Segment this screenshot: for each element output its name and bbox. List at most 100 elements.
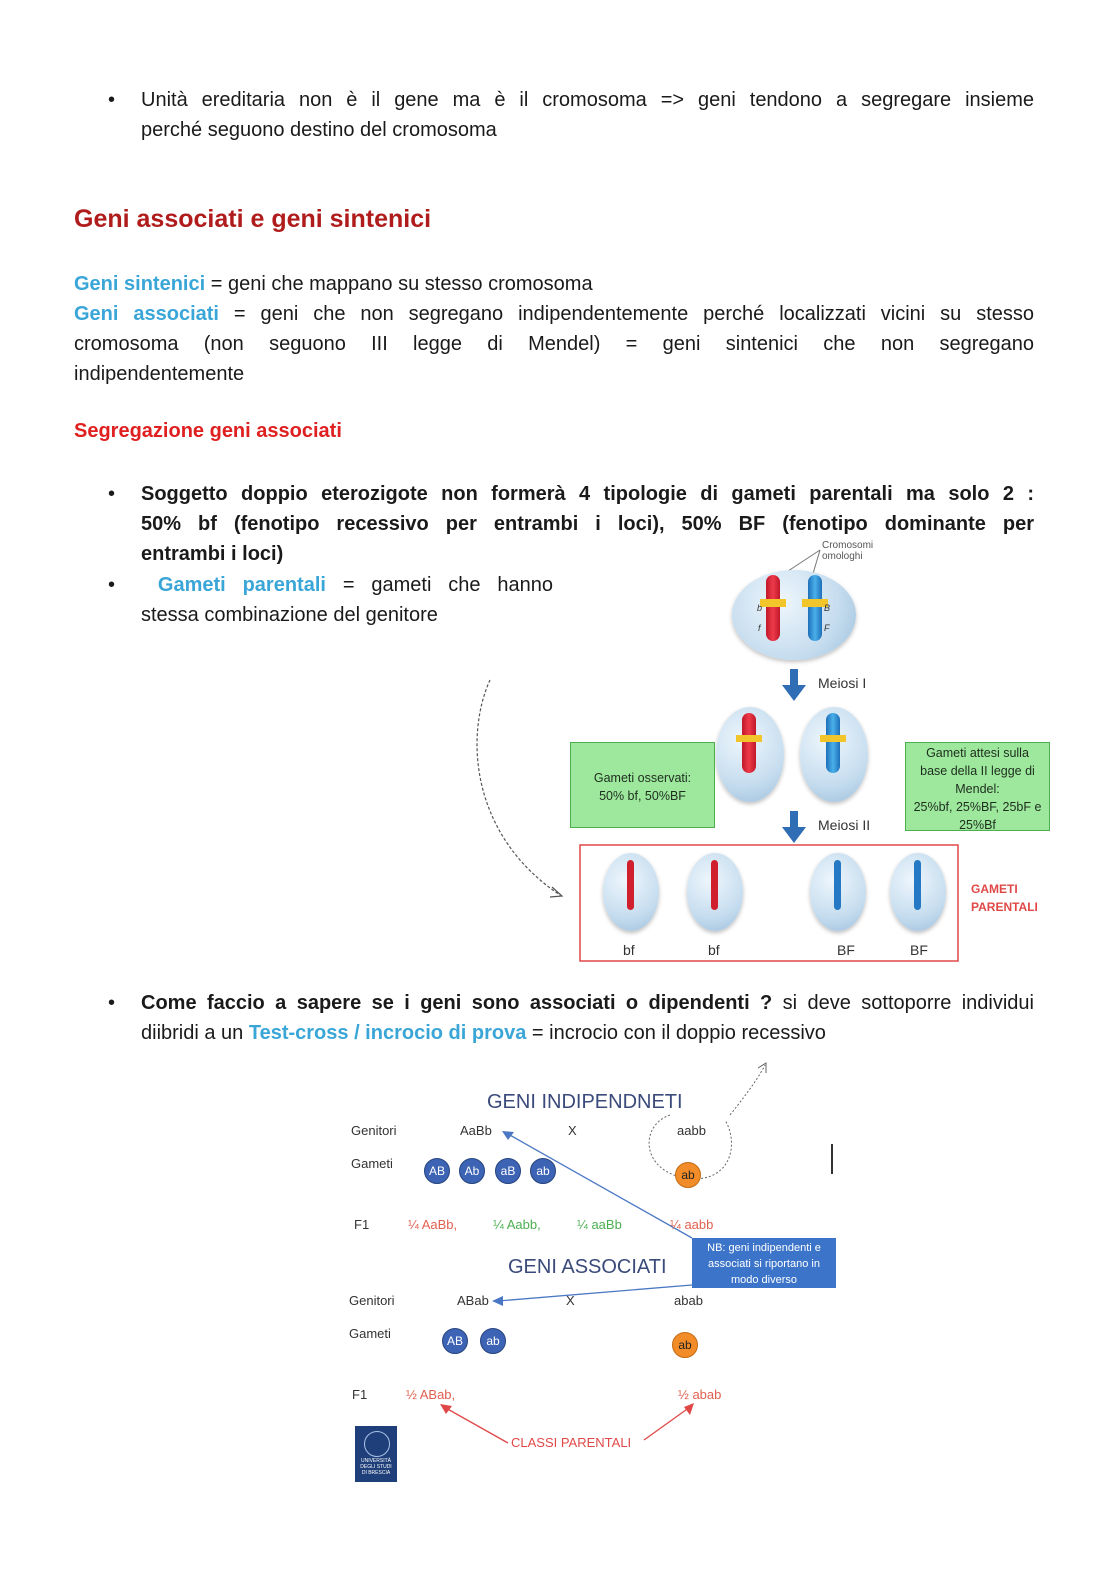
text: diibridi a un <box>141 1022 249 1044</box>
arrow-head <box>549 886 564 898</box>
f1-class: ½ ABab, <box>406 1387 456 1402</box>
term: Geni associati <box>74 303 219 325</box>
red-chromatid <box>627 860 634 910</box>
parent-label: ABab <box>457 1293 489 1308</box>
arrow-down-icon <box>790 811 798 829</box>
parental-frame <box>579 844 959 962</box>
box-line: Mendel: <box>955 782 1000 796</box>
meiosi2-label: Meiosi II <box>818 817 871 833</box>
box-line: 50% bf, 50%BF <box>599 789 686 803</box>
text-line: cromosoma (non seguono III legge di Mend… <box>74 333 1034 355</box>
bullet-dot: • <box>108 89 116 111</box>
box-line: Gameti attesi sulla <box>926 746 1029 760</box>
gamete-label: BF <box>837 942 855 958</box>
cross-symbol: X <box>568 1123 577 1138</box>
nb-arrow <box>497 1284 693 1302</box>
classi-arrow <box>443 1406 509 1444</box>
nb-arrow <box>507 1133 693 1239</box>
parental-gametes-label: GAMETI PARENTALI <box>971 880 1038 916</box>
allele-label: f <box>758 623 761 633</box>
definition-text: = gameti che hanno <box>325 574 554 596</box>
blue-chromosome <box>808 575 822 641</box>
def-sintenici: Geni sintenici = geni che mappano su ste… <box>74 269 1034 299</box>
chromosome-label: Cromosomi omologhi <box>822 540 873 562</box>
row-label-f1: F1 <box>354 1217 370 1232</box>
gamete-label: BF <box>910 942 928 958</box>
centromere <box>802 599 828 607</box>
red-chromosome <box>742 713 756 773</box>
allele-label: F <box>824 623 830 633</box>
red-chromosome <box>766 575 780 641</box>
observed-gametes-box: Gameti osservati: 50% bf, 50%BF <box>570 742 715 828</box>
note-line: associati si riportano in <box>708 1258 820 1270</box>
centromere <box>736 735 762 742</box>
row-label-genitori: Genitori <box>349 1293 395 1308</box>
bullet-dot: • <box>108 992 116 1014</box>
arrow-down-icon <box>790 669 798 687</box>
red-chromatid <box>711 860 718 910</box>
note-line: modo diverso <box>730 1274 798 1286</box>
seal-icon <box>364 1431 390 1457</box>
bullet-text-1: Unità ereditaria non è il gene ma è il c… <box>141 85 1034 145</box>
nb-note-box: NB: geni indipendenti e associati si rip… <box>692 1238 836 1288</box>
row-label-genitori: Genitori <box>351 1123 397 1138</box>
label-line: Cromosomi <box>822 540 874 551</box>
classi-arrow <box>643 1406 691 1441</box>
f1-class: ½ abab <box>678 1387 722 1402</box>
cell-top <box>732 570 856 660</box>
logo-line: DEGLI STUDI <box>360 1464 392 1470</box>
bullet-text-3: Gameti parentali = gameti che hanno stes… <box>141 570 553 630</box>
term: Test-cross / incrocio di prova <box>248 1022 527 1044</box>
row-label-f1: F1 <box>352 1387 368 1402</box>
arrow-down-icon <box>782 685 806 701</box>
expected-gametes-box: Gameti attesi sulla base della II legge … <box>905 742 1050 832</box>
gamete-icon: aB <box>495 1158 521 1184</box>
curved-arrow <box>476 679 561 896</box>
parent-label: AaBb <box>460 1123 492 1138</box>
title-indipendenti: GENI INDIPENDNETI <box>487 1091 683 1113</box>
gamete-icon: AB <box>424 1158 450 1184</box>
f1-class: ¼ Aabb, <box>493 1217 541 1232</box>
classi-parentali-label: CLASSI PARENTALI <box>511 1435 632 1450</box>
testcross-figure: GENI INDIPENDNETI Genitori AaBb X aabb G… <box>340 1060 840 1490</box>
term: Geni sintenici <box>74 273 206 295</box>
f1-class: ¼ aaBb <box>577 1217 622 1232</box>
text-line: Gameti parentali = gameti che hanno <box>141 570 553 600</box>
definition-text: = geni che non segregano indipendentemen… <box>218 303 1034 325</box>
arrow-head <box>502 1131 514 1140</box>
parent-label: abab <box>674 1293 703 1308</box>
gamete-icon: ab <box>480 1328 506 1354</box>
arrow-head <box>492 1296 503 1306</box>
definition-text: = geni che mappano su stesso cromosoma <box>205 273 593 295</box>
arrow-down-icon <box>782 827 806 843</box>
parent-label: aabb <box>677 1123 706 1138</box>
gamete-icon: AB <box>442 1328 468 1354</box>
f1-class: ¼ aabb <box>670 1217 714 1232</box>
cross-symbol: X <box>566 1293 575 1308</box>
box-line: base della II legge di <box>920 764 1035 778</box>
label-line: GAMETI <box>971 882 1018 896</box>
bullet-text-4: Come faccio a sapere se i geni sono asso… <box>141 988 1034 1048</box>
def-associati-line1: Geni associati = geni che non segregano … <box>74 299 1034 329</box>
text-line: entrambi i loci) <box>141 543 284 565</box>
gamete-label: bf <box>708 942 720 958</box>
text: = incrocio con il doppio recessivo <box>526 1022 826 1044</box>
logo-line: UNIVERSITÀ <box>360 1458 391 1464</box>
title-associati: GENI ASSOCIATI <box>508 1256 667 1278</box>
arrow-head <box>757 1062 767 1073</box>
box-line: Gameti osservati: <box>593 771 692 785</box>
university-logo: UNIVERSITÀ DEGLI STUDI DI BRESCIA <box>355 1426 397 1482</box>
text-line: Soggetto doppio eterozigote non formerà … <box>141 483 1034 505</box>
centromere <box>820 735 846 742</box>
row-label-gameti: Gameti <box>351 1156 393 1171</box>
bullet-text-2: Soggetto doppio eterozigote non formerà … <box>141 479 1034 569</box>
text-line: Unità ereditaria non è il gene ma è il c… <box>141 89 1034 111</box>
dotted-loop <box>648 1114 732 1180</box>
text-line: stessa combinazione del genitore <box>141 604 438 626</box>
subheading: Segregazione geni associati <box>74 420 342 442</box>
text-line: 50% bf (fenotipo recessivo per entrambi … <box>141 513 1034 535</box>
gamete-icon: ab <box>672 1332 698 1358</box>
gamete-label: bf <box>623 942 635 958</box>
meiosis-diagram <box>476 549 959 962</box>
dotted-arrow <box>729 1064 766 1116</box>
